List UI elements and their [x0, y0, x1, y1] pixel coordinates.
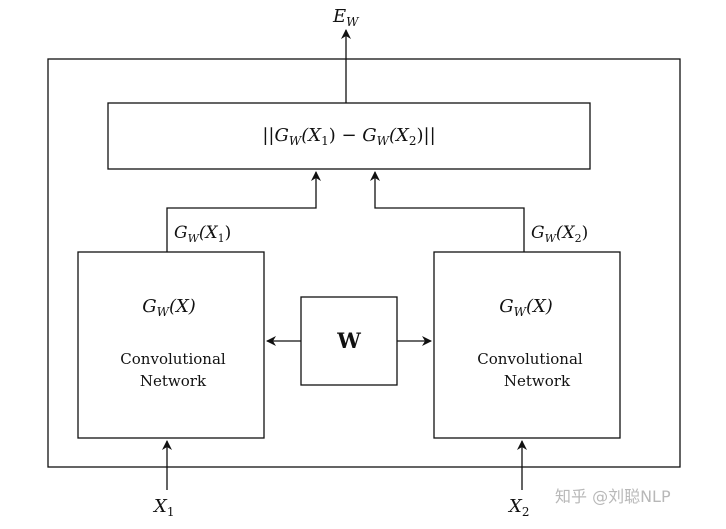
- right-network-line1: Convolutional: [477, 350, 583, 368]
- right-network-line2: Network: [504, 372, 571, 390]
- distance-expression: ||GW(X1) − GW(X2)||: [262, 125, 435, 148]
- left-network-line1: Convolutional: [120, 350, 226, 368]
- left-function-label: GW(X): [142, 296, 196, 319]
- output-label: EW: [332, 6, 360, 29]
- watermark-text: 知乎 @刘聪NLP: [555, 487, 671, 506]
- distance-box: [107, 102, 591, 170]
- right-output-label: GW(X2): [531, 223, 588, 245]
- left-output-connector: [166, 171, 321, 252]
- left-output-label: GW(X1): [174, 223, 231, 245]
- left-input-label: X1: [152, 496, 174, 519]
- right-function-label: GW(X): [499, 296, 553, 319]
- right-input-label: X2: [507, 496, 529, 519]
- left-network-line2: Network: [140, 372, 207, 390]
- outer-frame: [47, 58, 681, 468]
- left-network-box: [77, 251, 265, 439]
- right-output-connector: [370, 171, 525, 252]
- right-network-box: [433, 251, 621, 439]
- shared-weights-label: W: [336, 328, 361, 353]
